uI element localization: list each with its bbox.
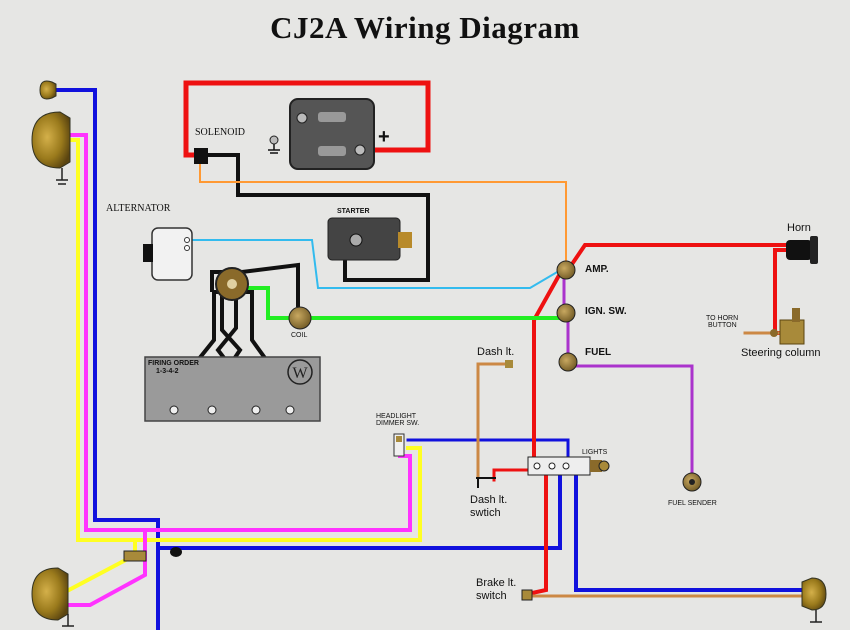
headlight-dimmer-label-2: DIMMER SW.	[376, 420, 420, 427]
spark-plugs	[169, 405, 295, 415]
dash-light-label: Dash lt.	[477, 346, 515, 358]
fuel-sender-label: FUEL SENDER	[668, 500, 717, 507]
junction-connector	[123, 547, 182, 562]
page-title: CJ2A Wiring Diagram	[270, 10, 580, 45]
horn	[786, 236, 818, 264]
brake-light-switch-label: Brake lt.	[476, 577, 517, 589]
brake-light-switch	[521, 589, 533, 601]
dash-light-switch-label: Dash lt.	[470, 494, 508, 506]
coil-label: COIL	[291, 332, 308, 339]
purple-wire-fuel-sender	[570, 364, 694, 478]
fuel-sender	[682, 472, 702, 492]
ign-sw-label: IGN. SW.	[585, 306, 627, 317]
fuel-label: FUEL	[585, 347, 612, 358]
alternator-label: ALTERNATOR	[106, 203, 171, 214]
solenoid-label: SOLENOID	[195, 127, 245, 138]
lights-switch	[527, 456, 610, 476]
firing-order-label: FIRING ORDER	[148, 360, 199, 367]
engine-block: W	[144, 356, 321, 422]
light-blue-wire	[189, 239, 566, 289]
headlight-dimmer-switch	[393, 433, 405, 457]
orange-wire	[199, 159, 567, 266]
steering-column-label: Steering column	[741, 347, 821, 359]
distributor	[215, 267, 249, 301]
brake-light-switch-label-2: switch	[476, 590, 507, 602]
yellow-wire	[47, 138, 137, 603]
blue-wire-harness-to-lights	[156, 468, 562, 550]
left-headlamp-lower	[31, 567, 74, 627]
coil	[288, 306, 312, 330]
left-headlamp-upper	[31, 111, 71, 185]
green-wire-distributor-coil	[238, 286, 298, 320]
red-wire-dash-switch	[492, 468, 530, 482]
tan-wire-dash-light	[476, 362, 508, 478]
blue-wire-left-harness	[53, 88, 160, 630]
horn-label: Horn	[787, 222, 811, 234]
alternator	[143, 227, 193, 281]
headlight-dimmer-label: HEADLIGHT	[376, 413, 417, 420]
tail-lamp	[801, 577, 827, 623]
starter-label: STARTER	[337, 208, 370, 215]
dash-light-switch-label-2: swtich	[470, 507, 501, 519]
red-wire-lights-brake	[529, 468, 548, 596]
red-battery-cable	[183, 80, 431, 158]
red-wire-amp-lights	[532, 267, 565, 464]
ign-switch	[556, 303, 576, 323]
yellow-wire-dimmer	[133, 446, 422, 542]
to-horn-button-label: TO HORN	[706, 315, 739, 322]
amp-gauge	[556, 260, 576, 280]
dash-light-switch	[476, 477, 496, 488]
lights-label: LIGHTS	[582, 449, 608, 456]
dash-light	[505, 360, 513, 368]
to-horn-button-label-2: BUTTON	[708, 322, 737, 329]
wires	[47, 80, 804, 630]
magenta-wire-dimmer	[143, 454, 412, 532]
starter	[327, 217, 412, 261]
red-wire-amp-horn	[565, 243, 792, 273]
solenoid-plus-label: +	[378, 126, 390, 148]
black-cable-solenoid-starter	[206, 153, 430, 282]
solenoid	[194, 98, 375, 170]
amp-label: AMP.	[585, 264, 609, 275]
firing-order-sequence: 1-3-4-2	[156, 368, 179, 375]
svg-text:W: W	[292, 365, 308, 382]
left-parking-lamp	[39, 80, 57, 100]
horn-button	[770, 308, 805, 345]
blue-wire-to-tail-light	[574, 468, 804, 592]
fuel-gauge	[558, 352, 578, 372]
blue-wire-dimmer	[406, 438, 570, 464]
